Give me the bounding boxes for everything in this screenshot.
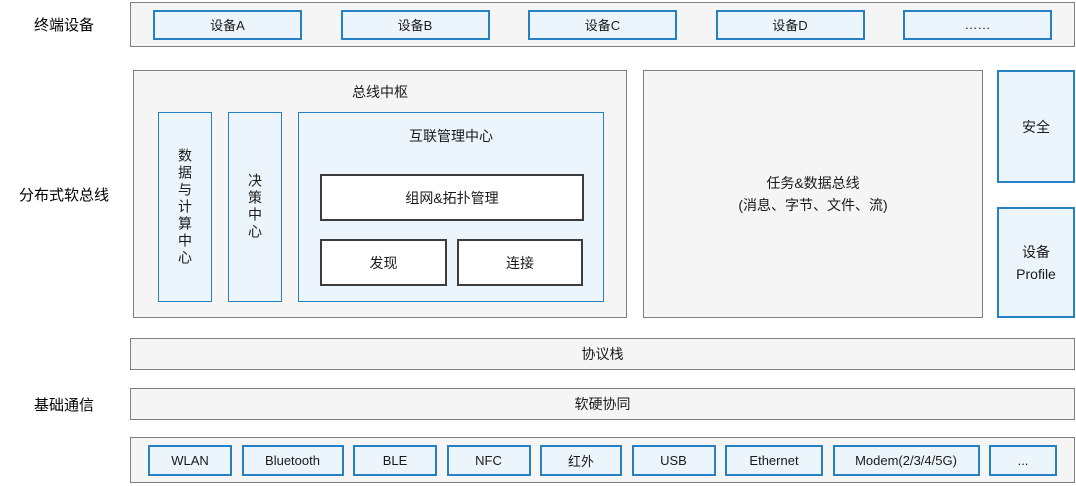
task-data-bus-line2: (消息、字节、文件、流) [738, 197, 888, 213]
transport-box-infrared: 红外 [540, 444, 622, 476]
bus-hub-panel: 总线中枢 数据与计算中心 决策中心 互联管理中心 组网&拓扑管理 发现 连接 [133, 70, 627, 318]
interconnect-management-panel: 互联管理中心 组网&拓扑管理 发现 连接 [298, 112, 604, 302]
networking-topology-box: 组网&拓扑管理 [320, 174, 584, 221]
device-box-a: 设备A [153, 9, 302, 40]
task-data-bus-box: 任务&数据总线 (消息、字节、文件、流) [643, 70, 983, 318]
interconnect-management-title: 互联管理中心 [409, 128, 493, 144]
transport-box-bluetooth: Bluetooth [241, 444, 344, 476]
discovery-box: 发现 [320, 239, 447, 286]
transport-box-ethernet: Ethernet [725, 444, 823, 476]
device-profile-line2: Profile [1016, 265, 1056, 282]
transport-row-container: WLAN Bluetooth BLE NFC 红外 USB Ethernet M… [130, 437, 1075, 483]
decision-center-box: 决策中心 [228, 112, 282, 302]
task-data-bus-line1: 任务&数据总线 [766, 175, 860, 191]
device-box-c: 设备C [528, 9, 677, 40]
distributed-softbus-label: 分布式软总线 [18, 186, 109, 204]
security-box: 安全 [997, 70, 1075, 183]
transport-box-nfc: NFC [446, 444, 531, 476]
transport-box-wlan: WLAN [148, 444, 232, 476]
device-box-more: …… [903, 9, 1052, 40]
transport-box-ble: BLE [353, 444, 437, 476]
device-profile-box: 设备 Profile [997, 207, 1075, 318]
data-computing-center-box: 数据与计算中心 [158, 112, 212, 302]
data-computing-center-text: 数据与计算中心 [177, 147, 193, 267]
device-box-d: 设备D [715, 9, 865, 40]
transport-box-modem: Modem(2/3/4/5G) [832, 444, 980, 476]
decision-center-text: 决策中心 [247, 173, 263, 241]
device-row-container: 设备A 设备B 设备C 设备D …… [130, 2, 1075, 47]
connection-box: 连接 [457, 239, 583, 286]
device-box-b: 设备B [340, 9, 490, 40]
basic-communication-label: 基础通信 [33, 396, 94, 414]
terminal-devices-label: 终端设备 [33, 17, 94, 34]
transport-box-more: ... [989, 444, 1057, 476]
bus-hub-title: 总线中枢 [352, 84, 408, 100]
software-hardware-collaboration-bar: 软硬协同 [130, 388, 1075, 420]
device-profile-line1: 设备 [1022, 243, 1050, 260]
protocol-stack-bar: 协议栈 [130, 338, 1075, 370]
transport-box-usb: USB [631, 444, 716, 476]
